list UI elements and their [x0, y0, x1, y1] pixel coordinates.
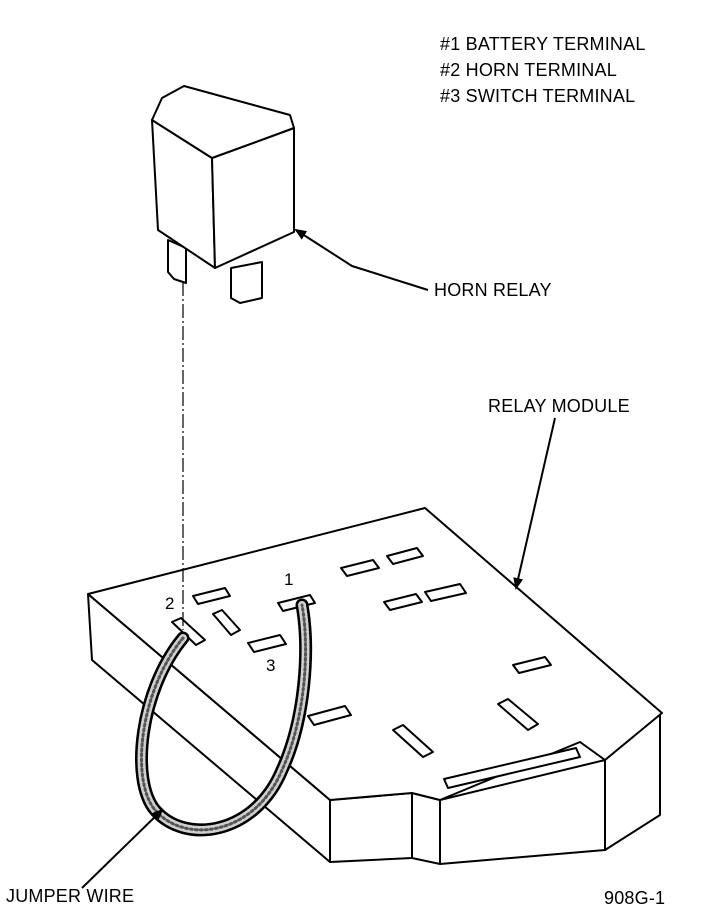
terminal-1-number: 1: [284, 570, 294, 589]
relay-pin: [230, 261, 263, 304]
module-slots: [171, 547, 581, 789]
slot-long: [443, 747, 581, 789]
jumper-wire-leader-arrow: [81, 808, 164, 889]
legend-battery-terminal: #1 BATTERY TERMINAL: [440, 34, 646, 54]
slot: [212, 609, 241, 636]
slot: [383, 593, 423, 611]
terminal-2-number: 2: [165, 594, 175, 613]
module-front-face: [329, 792, 413, 863]
figure-id: 908G-1: [604, 888, 666, 908]
relay-module-leader-arrow: [513, 417, 556, 590]
horn-relay: [151, 85, 295, 304]
slot: [392, 724, 434, 758]
legend-horn-terminal: #2 HORN TERMINAL: [440, 60, 617, 80]
slot: [386, 547, 424, 565]
slot: [340, 559, 380, 577]
slot: [192, 587, 231, 605]
relay-module-label: RELAY MODULE: [488, 396, 630, 416]
horn-relay-label: HORN RELAY: [434, 280, 552, 300]
relay-top-face: [151, 85, 295, 159]
slot: [307, 705, 352, 726]
slot: [512, 656, 552, 674]
slot-terminal-3: [247, 634, 287, 653]
module-step-face: [411, 792, 441, 865]
legend-switch-terminal: #3 SWITCH TERMINAL: [440, 86, 636, 106]
slot: [424, 583, 467, 602]
slot: [497, 698, 539, 731]
jumper-wire-label: JUMPER WIRE: [6, 886, 135, 906]
horn-relay-leader-arrow: [294, 228, 429, 291]
jumper-wire: [135, 598, 313, 837]
terminal-3-number: 3: [266, 656, 276, 675]
